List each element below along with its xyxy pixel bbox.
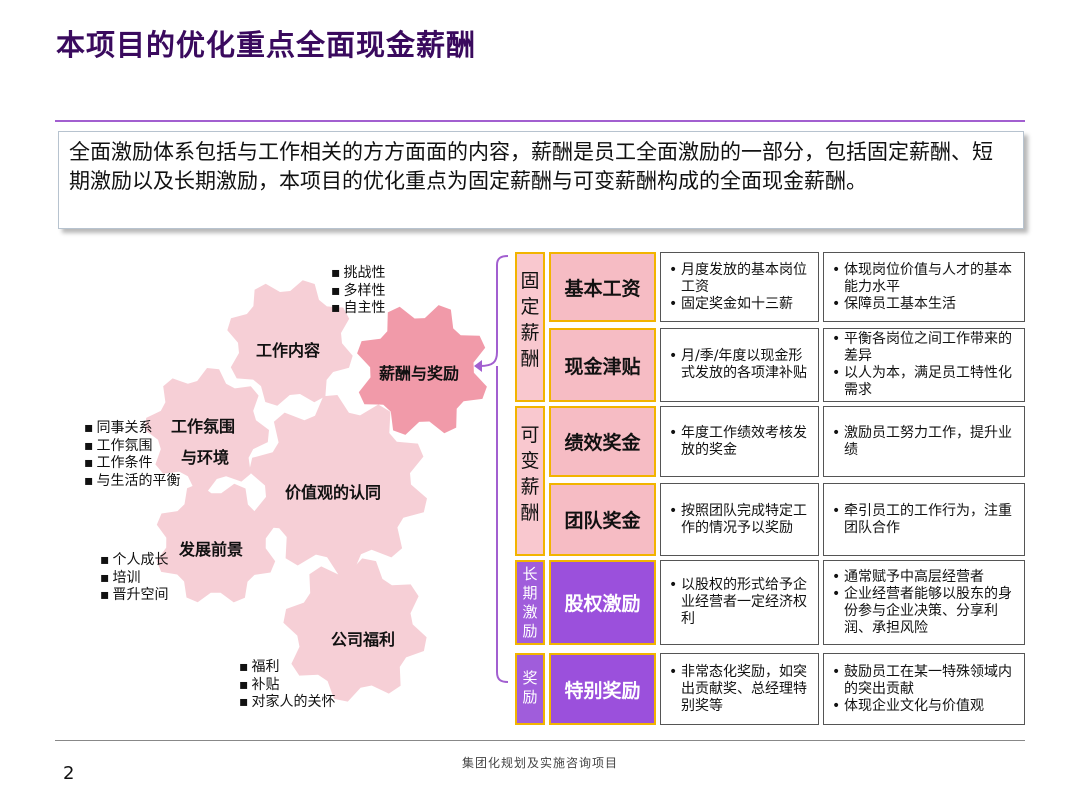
gear-work-content: [227, 280, 353, 406]
bracket-arrow: [474, 360, 482, 372]
gear-development: [156, 483, 276, 603]
development-bullets: 个人成长 培训 晋升空间: [100, 552, 169, 605]
title-divider: [55, 120, 1025, 122]
atmosphere-bullets: 同事关系 工作氛围 工作条件 与生活的平衡: [84, 420, 181, 490]
bullet-item: 培训: [100, 570, 169, 588]
gear-compensation: [357, 305, 487, 435]
desc-base-salary-purpose: 体现岗位价值与人才的基本能力水平保障员工基本生活: [823, 252, 1025, 322]
category-bonus: 奖励: [515, 653, 545, 725]
welfare-bullets: 福利 补贴 对家人的关怀: [239, 659, 336, 712]
gear-values: [249, 395, 427, 575]
footer-divider: [55, 740, 1025, 741]
desc-performance-bonus-form: 年度工作绩效考核发放的奖金: [660, 406, 819, 477]
bullet-item: 补贴: [239, 677, 336, 695]
bullet-item: 与生活的平衡: [84, 473, 181, 491]
item-performance-bonus: 绩效奖金: [549, 406, 656, 477]
desc-equity-incentive-purpose: 通常赋予中高层经营者企业经营者能够以股东的身份参与企业决策、分享利润、承担风险: [823, 560, 1025, 645]
desc-cash-allowance-form: 月/季/年度以现金形式发放的各项津补贴: [660, 328, 819, 402]
desc-performance-bonus-purpose: 激励员工努力工作，提升业绩: [823, 406, 1025, 477]
desc-team-bonus-purpose: 牵引员工的工作行为，注重团队合作: [823, 483, 1025, 556]
gear-label-welfare: 公司福利: [331, 630, 396, 649]
desc-base-salary-form: 月度发放的基本岗位工资固定奖金如十三薪: [660, 252, 819, 322]
desc-team-bonus-form: 按照团队完成特定工作的情况予以奖励: [660, 483, 819, 556]
bullet-item: 对家人的关怀: [239, 694, 336, 712]
page-number: 2: [63, 763, 75, 784]
item-special-award: 特别奖励: [549, 653, 656, 725]
desc-equity-incentive-form: 以股权的形式给予企业经营者一定经济权利: [660, 560, 819, 645]
intro-text-box: 全面激励体系包括与工作相关的方方面面的内容，薪酬是员工全面激励的一部分，包括固定…: [58, 131, 1024, 229]
bullet-item: 多样性: [331, 283, 386, 301]
category-fixed-pay: 固定 薪酬: [515, 252, 545, 402]
bullet-item: 晋升空间: [100, 587, 169, 605]
bullet-item: 工作条件: [84, 455, 181, 473]
bullet-item: 自主性: [331, 300, 386, 318]
bullet-item: 福利: [239, 659, 336, 677]
item-equity-incentive: 股权激励: [549, 560, 656, 645]
item-base-salary: 基本工资: [549, 252, 656, 322]
work-content-bullets: 挑战性 多样性 自主性: [331, 265, 386, 318]
item-team-bonus: 团队奖金: [549, 483, 656, 556]
bullet-item: 挑战性: [331, 265, 386, 283]
gear-label-compensation: 薪酬与奖励: [379, 364, 460, 383]
gear-label-values: 价值观的认同: [285, 483, 382, 502]
page-title: 本项目的优化重点全面现金薪酬: [56, 28, 477, 62]
gear-label-work-content: 工作内容: [256, 341, 321, 360]
gear-label-atmosphere-line2: 与环境: [181, 448, 230, 467]
bullet-item: 个人成长: [100, 552, 169, 570]
bullet-item: 工作氛围: [84, 438, 181, 456]
desc-cash-allowance-purpose: 平衡各岗位之间工作带来的差异以人为本，满足员工特性化需求: [823, 328, 1025, 402]
category-variable-pay: 可变 薪酬: [515, 406, 545, 556]
bracket-connector: [479, 255, 509, 683]
footer-text: 集团化规划及实施咨询项目: [461, 756, 618, 770]
item-cash-allowance: 现金津贴: [549, 328, 656, 402]
gear-label-development: 发展前景: [179, 540, 244, 559]
desc-special-award-purpose: 鼓励员工在某一特殊领域内的突出贡献体现企业文化与价值观: [823, 653, 1025, 725]
category-long-term-incentive: 长期 激励: [515, 560, 545, 645]
gear-label-atmosphere-line1: 工作氛围: [171, 417, 236, 436]
bullet-item: 同事关系: [84, 420, 181, 438]
desc-special-award-form: 非常态化奖励，如突出贡献奖、总经理特别奖等: [660, 653, 819, 725]
